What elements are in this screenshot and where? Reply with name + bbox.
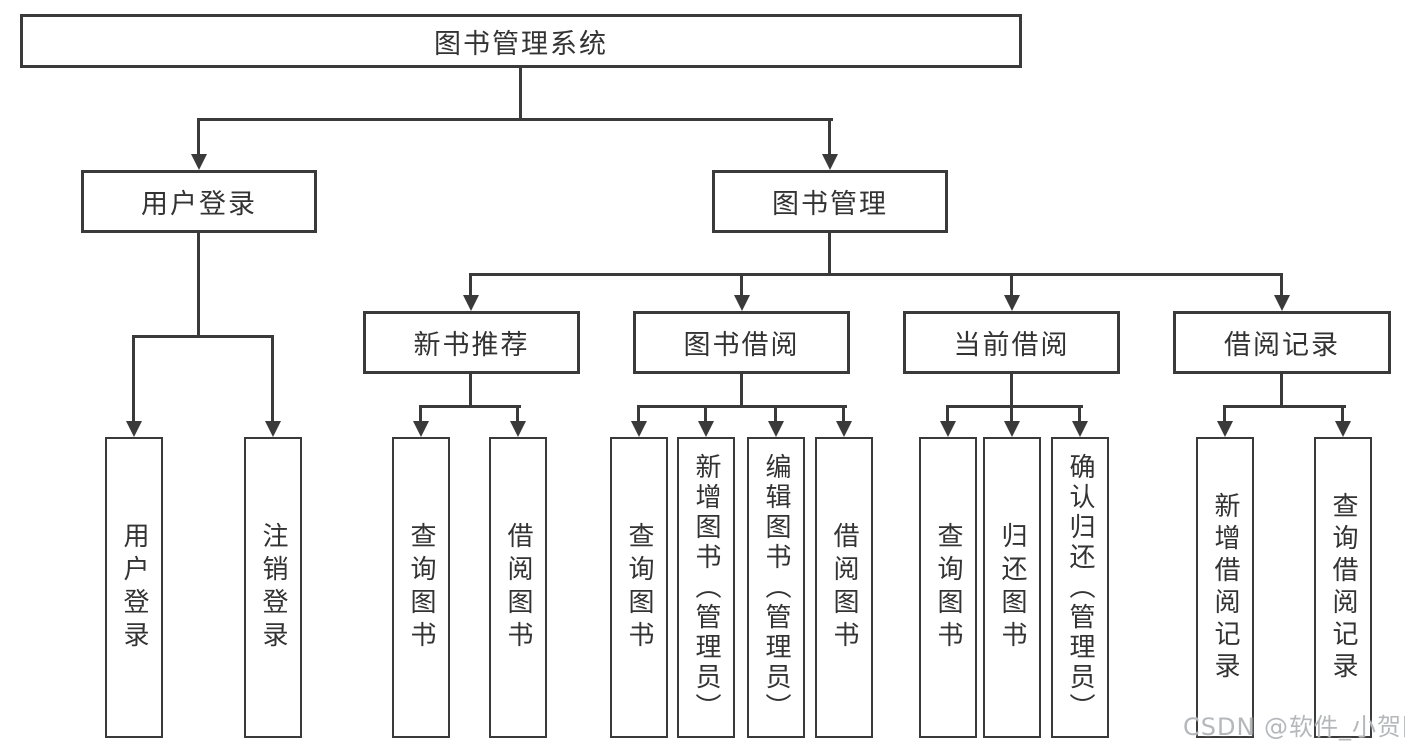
leaf-user-login: 用户登录 (105, 437, 163, 738)
leaf-query-books-2-label: 查询图书 (624, 521, 654, 654)
connector-user-login-branch (132, 335, 274, 338)
connector-to-leaf-logout (271, 335, 274, 423)
connector-to-leaf-query-books-2 (637, 405, 640, 423)
leaf-logout: 注销登录 (244, 437, 302, 738)
leaf-edit-book-admin-label: 编辑图书（管理员） (761, 452, 791, 723)
leaf-query-borrow-record: 查询借阅记录 (1314, 437, 1372, 738)
connector-book-borrow-branch (637, 405, 847, 408)
leaf-return-book: 归还图书 (983, 437, 1041, 738)
leaf-borrow-books-2: 借阅图书 (815, 437, 873, 738)
connector-to-leaf-borrow-books-2 (842, 405, 845, 423)
leaf-add-borrow-record: 新增借阅记录 (1196, 437, 1254, 738)
node-user-login-label: 用户登录 (141, 189, 257, 220)
arrowhead-leaf-query-books-3 (940, 421, 956, 437)
connector-to-borrow-records (1280, 273, 1283, 297)
arrowhead-book-borrow (734, 295, 750, 311)
arrowhead-leaf-borrow-books-2 (836, 421, 852, 437)
arrowhead-leaf-confirm-return (1072, 421, 1088, 437)
arrowhead-leaf-add-record (1217, 421, 1233, 437)
node-borrow-records: 借阅记录 (1173, 311, 1391, 374)
connector-root-stem (519, 68, 522, 118)
leaf-borrow-books-2-label: 借阅图书 (829, 521, 859, 654)
arrowhead-leaf-return-book (1004, 421, 1020, 437)
watermark: CSDN @软件_小贺同学 (1183, 713, 1405, 741)
leaf-query-books-3: 查询图书 (919, 437, 977, 738)
connector-to-book-management (828, 118, 831, 156)
node-book-borrow: 图书借阅 (633, 311, 850, 374)
arrowhead-leaf-borrow-books-1 (510, 421, 526, 437)
leaf-confirm-return-admin-label: 确认归还（管理员） (1065, 452, 1095, 723)
connector-to-leaf-borrow-books-1 (516, 405, 519, 423)
arrowhead-leaf-query-record (1335, 421, 1351, 437)
leaf-query-books-3-label: 查询图书 (933, 521, 963, 654)
leaf-logout-label: 注销登录 (258, 521, 288, 654)
leaf-return-book-label: 归还图书 (997, 521, 1027, 654)
arrowhead-new-book (463, 295, 479, 311)
node-borrow-records-label: 借阅记录 (1224, 330, 1340, 361)
leaf-query-books-1: 查询图书 (392, 437, 450, 738)
node-current-borrow-label: 当前借阅 (953, 330, 1070, 361)
leaf-add-book-admin: 新增图书（管理员） (677, 437, 735, 738)
leaf-query-borrow-record-label: 查询借阅记录 (1328, 491, 1358, 684)
leaf-borrow-books-1-label: 借阅图书 (503, 521, 533, 654)
node-root-label: 图书管理系统 (434, 28, 608, 60)
node-new-book-recommend: 新书推荐 (363, 311, 580, 374)
leaf-add-borrow-record-label: 新增借阅记录 (1210, 491, 1240, 684)
connector-to-new-book (469, 273, 472, 297)
arrowhead-leaf-user-login (126, 421, 142, 437)
connector-to-current-borrow (1010, 273, 1013, 297)
leaf-query-books-1-label: 查询图书 (406, 521, 436, 654)
arrowhead-borrow-records (1274, 295, 1290, 311)
node-user-login: 用户登录 (81, 170, 317, 233)
connector-to-leaf-query-books-3 (946, 405, 949, 423)
connector-current-borrow-stem (1010, 374, 1013, 408)
connector-new-book-stem (469, 374, 472, 408)
connector-to-leaf-add-book (704, 405, 707, 423)
connector-root-branch (197, 118, 833, 121)
arrowhead-current-borrow (1004, 295, 1020, 311)
leaf-edit-book-admin: 编辑图书（管理员） (747, 437, 805, 738)
connector-to-user-login (197, 118, 200, 156)
arrowhead-leaf-add-book (698, 421, 714, 437)
connector-current-borrow-branch (946, 405, 1083, 408)
leaf-add-book-admin-label: 新增图书（管理员） (691, 452, 721, 723)
arrowhead-leaf-logout (265, 421, 281, 437)
connector-to-leaf-return-book (1010, 405, 1013, 423)
node-book-management-label: 图书管理 (772, 189, 888, 220)
connector-book-management-stem (828, 232, 831, 276)
connector-new-book-branch (419, 405, 521, 408)
connector-book-borrow-stem (740, 374, 743, 408)
connector-to-leaf-query-record (1341, 405, 1344, 423)
arrowhead-user-login (191, 154, 207, 170)
node-current-borrow: 当前借阅 (903, 311, 1120, 374)
connector-to-leaf-user-login (132, 335, 135, 423)
connector-borrow-records-stem (1280, 374, 1283, 408)
node-book-borrow-label: 图书借阅 (683, 330, 800, 361)
connector-to-leaf-edit-book (774, 405, 777, 423)
leaf-borrow-books-1: 借阅图书 (489, 437, 547, 738)
connector-borrow-records-branch (1223, 405, 1346, 408)
node-root-library-system: 图书管理系统 (20, 14, 1022, 68)
connector-user-login-stem (197, 232, 200, 338)
connector-book-management-branch (469, 273, 1283, 276)
connector-to-leaf-confirm-return (1078, 405, 1081, 423)
arrowhead-leaf-edit-book (768, 421, 784, 437)
connector-to-leaf-add-record (1223, 405, 1226, 423)
node-new-book-recommend-label: 新书推荐 (413, 330, 530, 361)
connector-to-book-borrow (740, 273, 743, 297)
node-book-management: 图书管理 (712, 170, 948, 233)
connector-to-leaf-query-books-1 (419, 405, 422, 423)
arrowhead-book-management (822, 154, 838, 170)
arrowhead-leaf-query-books-2 (631, 421, 647, 437)
arrowhead-leaf-query-books-1 (413, 421, 429, 437)
leaf-user-login-label: 用户登录 (119, 521, 149, 654)
leaf-confirm-return-admin: 确认归还（管理员） (1051, 437, 1109, 738)
leaf-query-books-2: 查询图书 (610, 437, 668, 738)
